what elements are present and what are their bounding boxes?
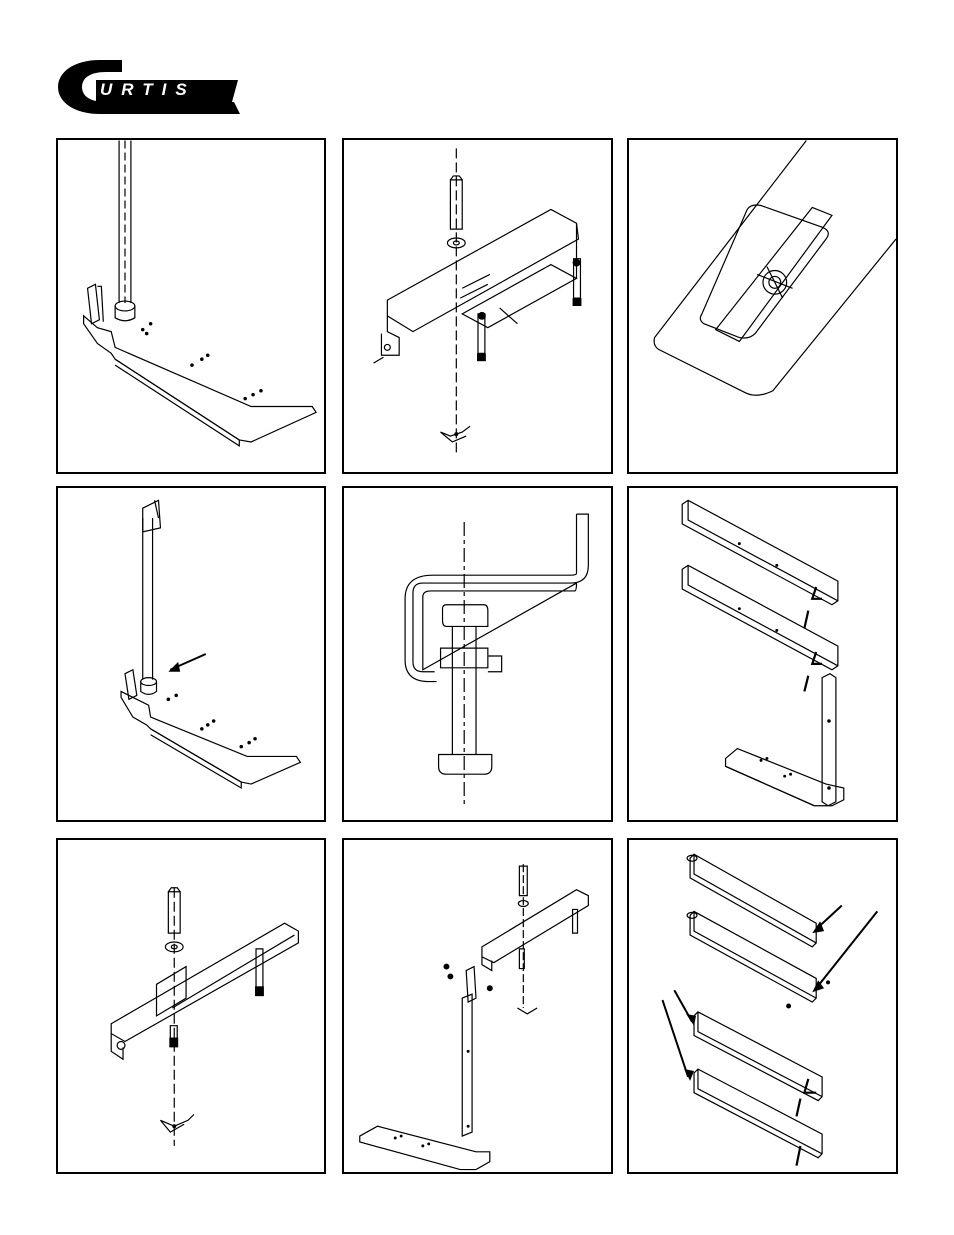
arm-base-illustration xyxy=(58,140,324,472)
panel-bracket-exploded-bolts xyxy=(342,138,613,474)
bracket-exploded-illustration xyxy=(344,140,611,472)
base-bracket-exploded-illustration xyxy=(344,840,611,1172)
panel-base-bracket-exploded xyxy=(342,838,613,1174)
panel-rail-exploded-bolts xyxy=(56,838,326,1174)
rail-exploded-illustration xyxy=(58,840,324,1172)
panel-hook-bolt-section xyxy=(342,486,613,822)
wing-nut-detail-illustration xyxy=(629,140,896,472)
arm-base-arrow-illustration xyxy=(58,488,324,820)
hook-bolt-section-illustration xyxy=(344,488,611,820)
panel-rail-set-arrows xyxy=(627,838,898,1174)
panel-wing-nut-detail xyxy=(627,138,898,474)
panel-arm-base-assembly xyxy=(56,138,326,474)
panel-rail-stack xyxy=(627,486,898,822)
rail-stack-illustration xyxy=(629,488,896,820)
logo-wordmark: URTIS xyxy=(100,80,196,100)
panel-arm-base-arrow xyxy=(56,486,326,822)
rail-set-arrows-illustration xyxy=(629,840,896,1172)
